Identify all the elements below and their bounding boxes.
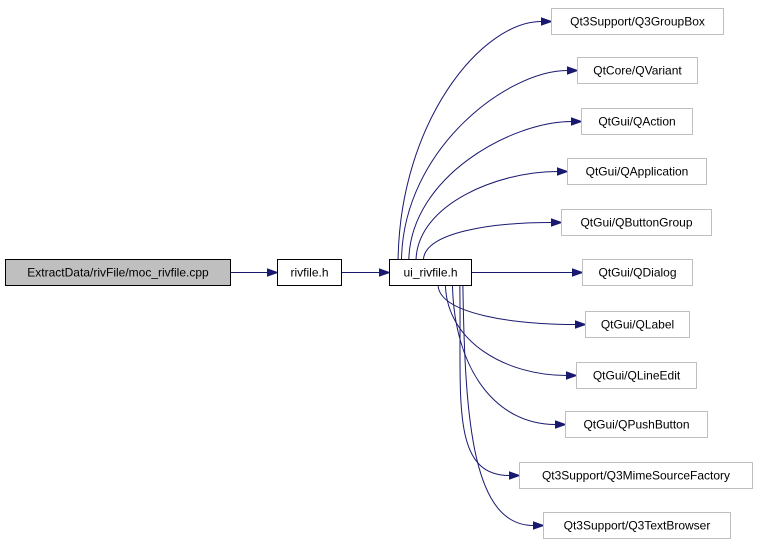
edge-line (462, 285, 534, 526)
edge-ui-rivfile-to-q3mimesourcefactory (459, 285, 522, 480)
arrowhead (509, 471, 522, 480)
edge-line (422, 222, 552, 260)
arrowhead (557, 167, 570, 176)
edge-line (437, 285, 576, 325)
node-box (581, 108, 693, 135)
edge-line (400, 70, 568, 260)
node-label: QtCore/QVariant (593, 64, 682, 78)
edge-ui-rivfile-to-qlineedit (444, 285, 579, 380)
node-box (561, 209, 712, 236)
edge-line (397, 21, 542, 260)
node-qapplication[interactable]: QtGui/QApplication (567, 158, 707, 185)
node-qvariant[interactable]: QtCore/QVariant (577, 57, 698, 84)
arrowhead (267, 268, 280, 277)
node-label: QtGui/QApplication (586, 165, 689, 179)
node-box (577, 57, 698, 84)
node-box (551, 8, 724, 35)
node-label: QtGui/QDialog (598, 266, 676, 280)
arrowhead (572, 268, 585, 277)
arrowhead (571, 117, 584, 126)
node-rivfile[interactable]: rivfile.h (277, 259, 342, 286)
edge-ui-rivfile-to-q3textbrowser (462, 285, 546, 530)
edge-line (451, 285, 556, 425)
arrowhead (566, 371, 579, 380)
node-root[interactable]: ExtractData/rivFile/moc_rivfile.cpp (5, 259, 231, 286)
node-ui-rivfile[interactable]: ui_rivfile.h (389, 259, 472, 286)
node-label: Qt3Support/Q3GroupBox (570, 15, 705, 29)
edge-line (408, 121, 572, 260)
node-label: Qt3Support/Q3MimeSourceFactory (542, 469, 730, 483)
node-qaction[interactable]: QtGui/QAction (581, 108, 693, 135)
node-box (277, 259, 342, 286)
node-label: rivfile.h (290, 266, 328, 280)
node-label: QtGui/QButtonGroup (580, 216, 692, 230)
node-q3textbrowser[interactable]: Qt3Support/Q3TextBrowser (543, 512, 731, 539)
edge-line (459, 285, 510, 476)
node-q3mimesourcefactory[interactable]: Qt3Support/Q3MimeSourceFactory (519, 462, 753, 489)
node-label: QtGui/QLineEdit (593, 369, 681, 383)
edge-ui-rivfile-to-qapplication (415, 167, 570, 260)
edge-ui-rivfile-to-qvariant (400, 66, 580, 260)
node-label: Qt3Support/Q3TextBrowser (564, 519, 711, 533)
node-qbuttongroup[interactable]: QtGui/QButtonGroup (561, 209, 712, 236)
node-label: QtGui/QAction (598, 115, 675, 129)
node-qdialog[interactable]: QtGui/QDialog (582, 259, 693, 286)
arrowhead (551, 218, 564, 227)
edge-ui-rivfile-to-qpushbutton (451, 285, 568, 429)
edge-ui-rivfile-to-qbuttongroup (422, 218, 564, 260)
node-box (543, 512, 731, 539)
nodes-layer: ExtractData/rivFile/moc_rivfile.cpp rivfi… (5, 8, 753, 539)
node-box (5, 259, 231, 286)
arrowhead (555, 420, 568, 429)
node-box (582, 259, 693, 286)
edge-line (415, 171, 558, 260)
node-label: QtGui/QLabel (601, 318, 674, 332)
edge-ui-rivfile-to-qaction (408, 117, 584, 260)
node-box (567, 158, 707, 185)
node-q3groupbox[interactable]: Qt3Support/Q3GroupBox (551, 8, 724, 35)
edge-ui-rivfile-to-qdialog (471, 268, 585, 277)
edge-ui-rivfile-to-qlabel (437, 285, 588, 329)
edge-root-to-rivfile (230, 268, 280, 277)
edge-rivfile-to-ui-rivfile (341, 268, 392, 277)
node-box (585, 311, 690, 338)
node-box (389, 259, 472, 286)
node-qlineedit[interactable]: QtGui/QLineEdit (576, 362, 697, 389)
arrowhead (533, 521, 546, 530)
node-box (576, 362, 697, 389)
edge-ui-rivfile-to-q3groupbox (397, 17, 554, 260)
edges-layer (230, 17, 588, 530)
arrowhead (567, 66, 580, 75)
node-box (519, 462, 753, 489)
node-label: QtGui/QPushButton (583, 418, 689, 432)
node-box (565, 411, 708, 438)
arrowhead (575, 320, 588, 329)
arrowhead (379, 268, 392, 277)
edge-line (444, 285, 567, 376)
node-label: ExtractData/rivFile/moc_rivfile.cpp (27, 266, 209, 280)
node-qlabel[interactable]: QtGui/QLabel (585, 311, 690, 338)
arrowhead (541, 17, 554, 26)
node-qpushbutton[interactable]: QtGui/QPushButton (565, 411, 708, 438)
node-label: ui_rivfile.h (403, 266, 457, 280)
